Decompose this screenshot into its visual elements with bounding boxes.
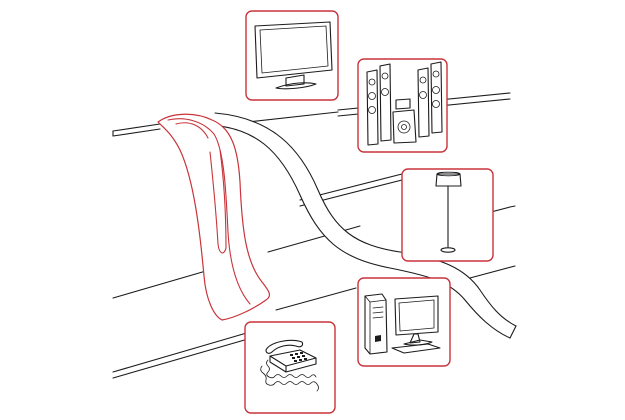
computer-device bbox=[357, 277, 451, 367]
cable-cover bbox=[157, 113, 271, 321]
telephone-icon bbox=[260, 339, 319, 392]
skirting-right-end bbox=[509, 205, 516, 208]
tv-frame bbox=[245, 10, 339, 101]
telephone-device bbox=[244, 321, 336, 414]
tv-icon bbox=[254, 21, 333, 90]
telephone-frame bbox=[244, 321, 336, 414]
floor-lamp-icon bbox=[435, 171, 462, 253]
tv-device bbox=[245, 10, 339, 101]
floor-line-lower-left bbox=[112, 331, 251, 373]
speakers-device bbox=[357, 58, 448, 153]
desktop-computer-icon bbox=[364, 293, 441, 355]
ceiling-left-edge bbox=[112, 123, 161, 132]
floor-line-lower-left-inner bbox=[112, 338, 249, 379]
lamp-device bbox=[401, 168, 494, 262]
floor-line-lower-mid bbox=[275, 287, 357, 311]
speaker-system-icon bbox=[366, 61, 443, 146]
speakers-frame bbox=[357, 58, 448, 153]
ceiling-left-edge-inner bbox=[112, 128, 161, 137]
flat-cable bbox=[209, 112, 517, 339]
